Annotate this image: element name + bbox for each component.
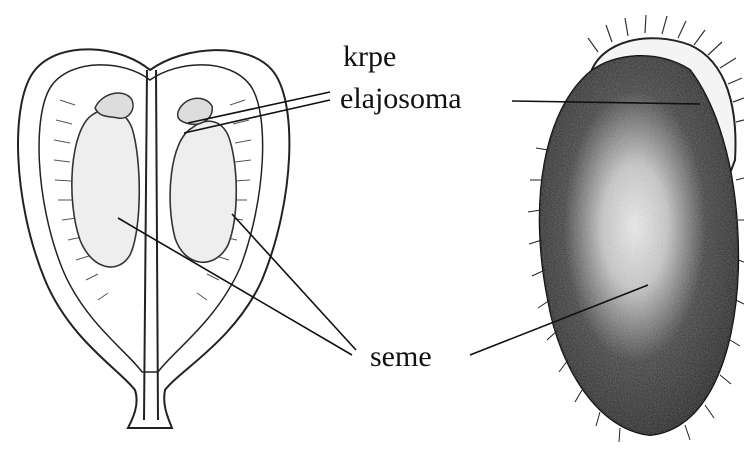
right-elaiosome bbox=[178, 98, 213, 124]
seme-leader-left-1 bbox=[118, 218, 352, 355]
label-elajosoma: elajosoma bbox=[340, 82, 462, 115]
left-elaiosome bbox=[95, 93, 133, 118]
left-seed bbox=[72, 109, 139, 267]
right-seed bbox=[170, 121, 236, 262]
seed-drawing bbox=[525, 15, 744, 445]
capsule-septum bbox=[144, 70, 158, 420]
label-krpe: krpe bbox=[343, 40, 396, 73]
label-seme: seme bbox=[370, 340, 432, 373]
seed-texture bbox=[525, 50, 744, 445]
seme-leader-left-2 bbox=[232, 214, 356, 350]
